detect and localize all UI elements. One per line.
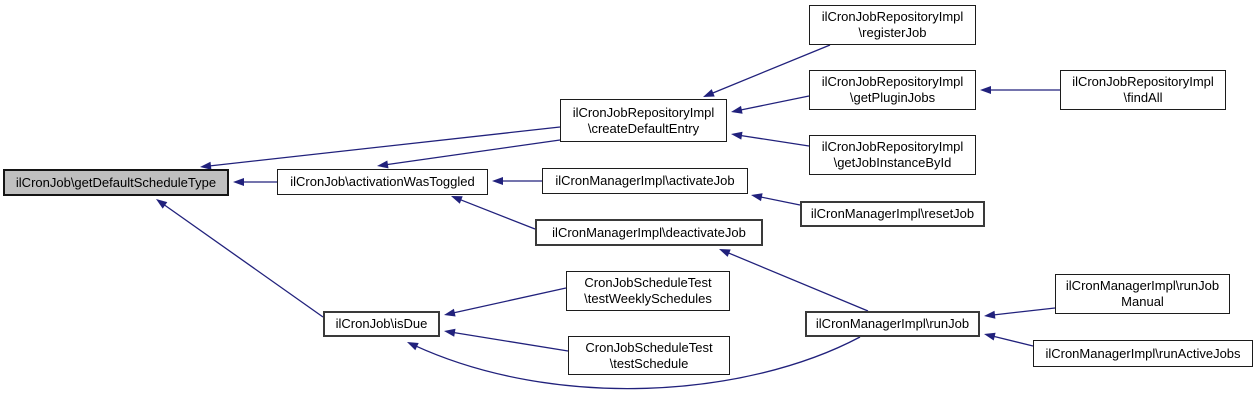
arrowhead [731, 131, 743, 140]
graph-node-label: ilCronManagerImpl\resetJob [810, 206, 975, 221]
edge-testSchedule-to-isDue [444, 328, 569, 352]
graph-node-activationWasToggled[interactable]: ilCronJob\activationWasToggled [277, 169, 488, 195]
graph-node-testWeeklySchedules[interactable]: CronJobScheduleTest\testWeeklySchedules [566, 271, 730, 311]
edge-isDue-to-main [156, 199, 324, 318]
graph-node-label: ilCronJobRepositoryImpl [821, 139, 964, 154]
edge-createDefaultEntry-to-activationWasToggled [377, 139, 561, 169]
graph-node-findAll[interactable]: ilCronJobRepositoryImpl\findAll [1060, 70, 1226, 110]
graph-node-label: ilCronManagerImpl\deactivateJob [552, 224, 746, 240]
arrowhead [407, 342, 419, 351]
arrowhead [156, 199, 168, 209]
graph-node-label: \createDefaultEntry [587, 120, 700, 136]
graph-node-registerJob[interactable]: ilCronJobRepositoryImpl\registerJob [809, 5, 976, 45]
edge-activationWasToggled-to-main [233, 178, 277, 186]
graph-node-label: ilCronJob\getDefaultScheduleType [15, 174, 217, 190]
graph-node-label: \testSchedule [609, 355, 689, 371]
graph-node-label: CronJobScheduleTest [584, 275, 712, 290]
arrowhead [731, 105, 743, 114]
graph-node-resetJob[interactable]: ilCronManagerImpl\resetJob [800, 201, 985, 227]
edge-testWeeklySchedules-to-isDue [444, 287, 567, 317]
arrowhead [444, 308, 456, 317]
graph-node-deactivateJob[interactable]: ilCronManagerImpl\deactivateJob [535, 219, 763, 246]
edge-runJob-to-isDue [407, 336, 861, 390]
edge-resetJob-to-activateJob [751, 193, 801, 206]
edge-activateJob-to-activationWasToggled [492, 177, 542, 185]
graph-node-label: ilCronJobRepositoryImpl [572, 104, 715, 120]
edge-runActiveJobs-to-runJob [984, 332, 1034, 347]
edge-registerJob-to-createDefaultEntry [703, 44, 831, 97]
arrowhead [492, 177, 503, 185]
arrowhead [233, 178, 244, 186]
graph-node-testSchedule[interactable]: CronJobScheduleTest\testSchedule [568, 336, 730, 375]
arrowhead [984, 310, 996, 319]
graph-node-label: CronJobScheduleTest [585, 339, 713, 355]
edge-deactivateJob-to-activationWasToggled [451, 196, 536, 230]
arrowhead [703, 89, 715, 97]
graph-node-label: ilCronJob\isDue [335, 316, 428, 331]
graph-node-label: \registerJob [858, 25, 927, 40]
graph-node-label: \getJobInstanceById [833, 155, 952, 170]
graph-node-label: \findAll [1123, 90, 1163, 105]
edge-findAll-to-getPluginJobs [980, 86, 1060, 94]
edge-runJobManual-to-runJob [984, 307, 1056, 319]
graph-node-getPluginJobs[interactable]: ilCronJobRepositoryImpl\getPluginJobs [809, 70, 976, 110]
arrowhead [451, 196, 463, 204]
graph-node-runActiveJobs[interactable]: ilCronManagerImpl\runActiveJobs [1033, 340, 1253, 367]
arrowhead [980, 86, 991, 94]
graph-node-activateJob[interactable]: ilCronManagerImpl\activateJob [542, 168, 748, 194]
graph-node-label: \getPluginJobs [849, 90, 936, 105]
graph-node-label: ilCronManagerImpl\runJob [815, 316, 970, 331]
graph-node-label: ilCronJobRepositoryImpl [1072, 74, 1214, 89]
arrowhead [200, 161, 212, 170]
graph-node-createDefaultEntry[interactable]: ilCronJobRepositoryImpl\createDefaultEnt… [560, 99, 727, 142]
graph-node-label: ilCronManagerImpl\runJob [1065, 278, 1220, 293]
edge-getJobInstanceById-to-createDefaultEntry [731, 131, 810, 147]
graph-node-label: Manual [1121, 294, 1164, 309]
graph-node-label: ilCronJobRepositoryImpl [821, 74, 964, 89]
graph-node-label: ilCronManagerImpl\runActiveJobs [1045, 345, 1241, 361]
arrowhead [444, 328, 456, 337]
edge-runJob-to-deactivateJob [719, 249, 869, 312]
graph-node-getJobInstanceById[interactable]: ilCronJobRepositoryImpl\getJobInstanceBy… [809, 135, 976, 175]
graph-node-isDue[interactable]: ilCronJob\isDue [323, 311, 440, 337]
edge-createDefaultEntry-to-main [200, 126, 561, 170]
graph-node-label: ilCronManagerImpl\activateJob [555, 173, 735, 188]
arrowhead [377, 160, 389, 169]
arrowhead [984, 332, 996, 341]
graph-node-label: ilCronJobRepositoryImpl [821, 9, 964, 24]
graph-node-main: ilCronJob\getDefaultScheduleType [3, 169, 229, 196]
arrowhead [751, 193, 763, 202]
graph-node-label: ilCronJob\activationWasToggled [290, 174, 475, 189]
arrowhead [719, 249, 731, 257]
edge-getPluginJobs-to-createDefaultEntry [731, 95, 810, 114]
graph-node-runJob[interactable]: ilCronManagerImpl\runJob [805, 311, 980, 337]
graph-node-label: \testWeeklySchedules [584, 291, 712, 306]
